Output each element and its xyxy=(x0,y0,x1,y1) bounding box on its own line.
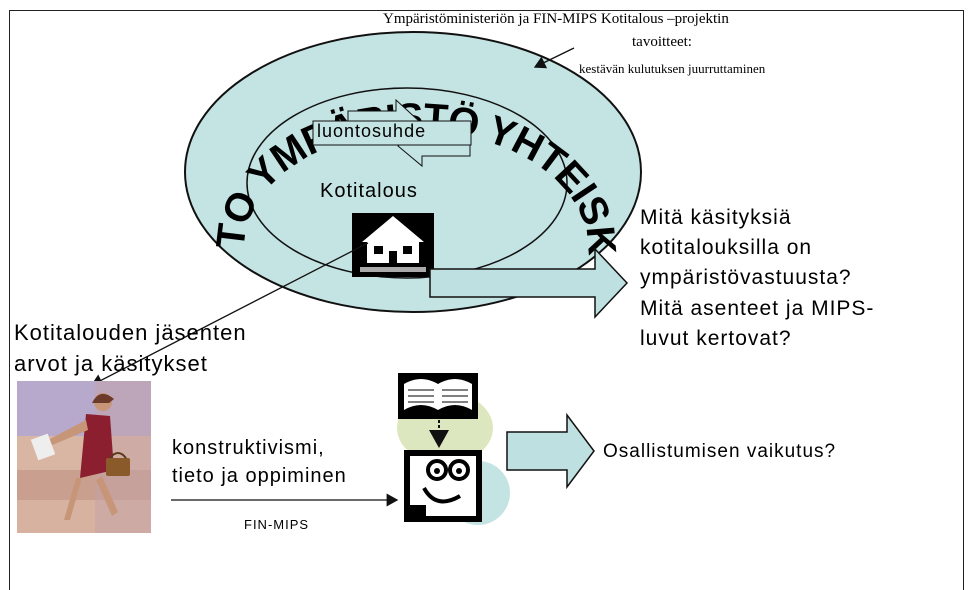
question-line5: luvut kertovat? xyxy=(640,327,792,350)
question-line3: ympäristövastuusta? xyxy=(640,266,852,289)
luontosuhde-label: luontosuhde xyxy=(317,121,427,141)
question-line2: kotitalouksilla on xyxy=(640,236,813,259)
header-line1: Ympäristöministeriön ja FIN-MIPS Kotital… xyxy=(383,11,729,27)
konstruktivismi-line2: tieto ja oppiminen xyxy=(172,465,347,487)
kotitalous-label: Kotitalous xyxy=(320,180,418,202)
osallistumisen-label: Osallistumisen vaikutus? xyxy=(603,441,837,462)
header-pointer-arrow xyxy=(533,47,575,69)
members-line2: arvot ja käsitykset xyxy=(14,351,208,376)
konstruktivismi-line1: konstruktivismi, xyxy=(172,437,325,459)
finmips-label: FIN-MIPS xyxy=(244,517,310,532)
person-picture xyxy=(17,381,151,533)
house-to-members-line xyxy=(90,242,369,387)
big-right-arrow xyxy=(429,247,629,319)
header-line3: kestävän kulutuksen juurruttaminen xyxy=(579,61,766,76)
members-line1: Kotitalouden jäsenten xyxy=(14,320,247,345)
diagram-frame xyxy=(9,10,964,590)
house-icon xyxy=(352,213,434,277)
question-line1: Mitä käsityksiä xyxy=(640,206,792,229)
luontosuhde-box xyxy=(312,120,472,146)
open-book-icon xyxy=(398,373,478,419)
question-line4: Mitä asenteet ja MIPS- xyxy=(640,297,875,320)
participation-arrow xyxy=(506,412,595,490)
thinking-face-icon xyxy=(404,450,482,522)
header-line2: tavoitteet: xyxy=(632,34,692,50)
diagram-canvas: LUONTO YMPÄRISTÖ YHTEISKUNTA xyxy=(0,0,642,533)
